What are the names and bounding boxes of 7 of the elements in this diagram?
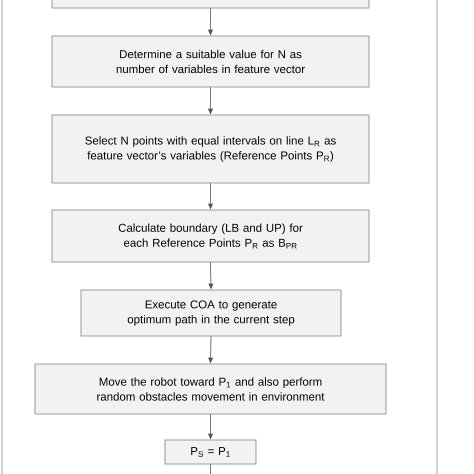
process-box: P$_{S}$ = P$_{1}$ [164,440,256,464]
process-box: Calculate boundary (LB and UP) for each Reference Points P$_{R}$ as B$_{PR}$ [52,210,370,262]
process-box [52,0,370,8]
process-box: Select N points with equal intervals on line L$_{R}$ as feature vector’s variables (Reference Points P$_{R}$) [52,114,370,184]
process-box: Determine a suitable value for N as number of variables in feature vector [52,36,370,88]
process-box: Move the robot toward P$_{1}$ and also perform random obstacles movement in environment [34,364,386,414]
process-box: Execute COA to generate optimum path in the current step [80,290,342,336]
